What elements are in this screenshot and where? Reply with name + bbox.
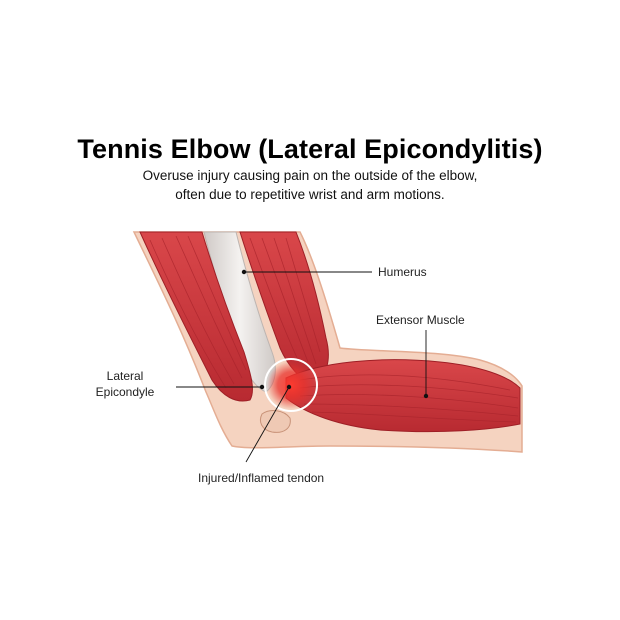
label-lateral-epicondyle: Lateral Epicondyle — [80, 368, 170, 400]
muscle-fibers — [149, 235, 519, 423]
upper-arm-muscle-left — [139, 231, 253, 402]
leader-lines — [176, 271, 427, 463]
leader-dots — [241, 269, 429, 399]
page-title: Tennis Elbow (Lateral Epicondylitis) — [77, 134, 543, 164]
label-lateral-line-1: Lateral — [106, 369, 144, 383]
label-lateral-line-2: Epicondyle — [95, 385, 155, 399]
subtitle-line-2: often due to repetitive wrist and arm mo… — [175, 187, 445, 202]
subtitle-line-1: Overuse injury causing pain on the outsi… — [142, 168, 478, 183]
label-inflamed-tendon: Injured/Inflamed tendon — [198, 471, 325, 485]
label-extensor-muscle: Extensor Muscle — [376, 313, 465, 327]
inflamed-area-highlight-ring — [264, 358, 318, 412]
inflamed-area — [267, 361, 315, 409]
tendon-leader — [245, 386, 290, 463]
page-subtitle: Overuse injury causing pain on the outsi… — [0, 166, 620, 204]
label-humerus: Humerus — [378, 265, 427, 279]
forearm-bone-head — [259, 410, 291, 433]
